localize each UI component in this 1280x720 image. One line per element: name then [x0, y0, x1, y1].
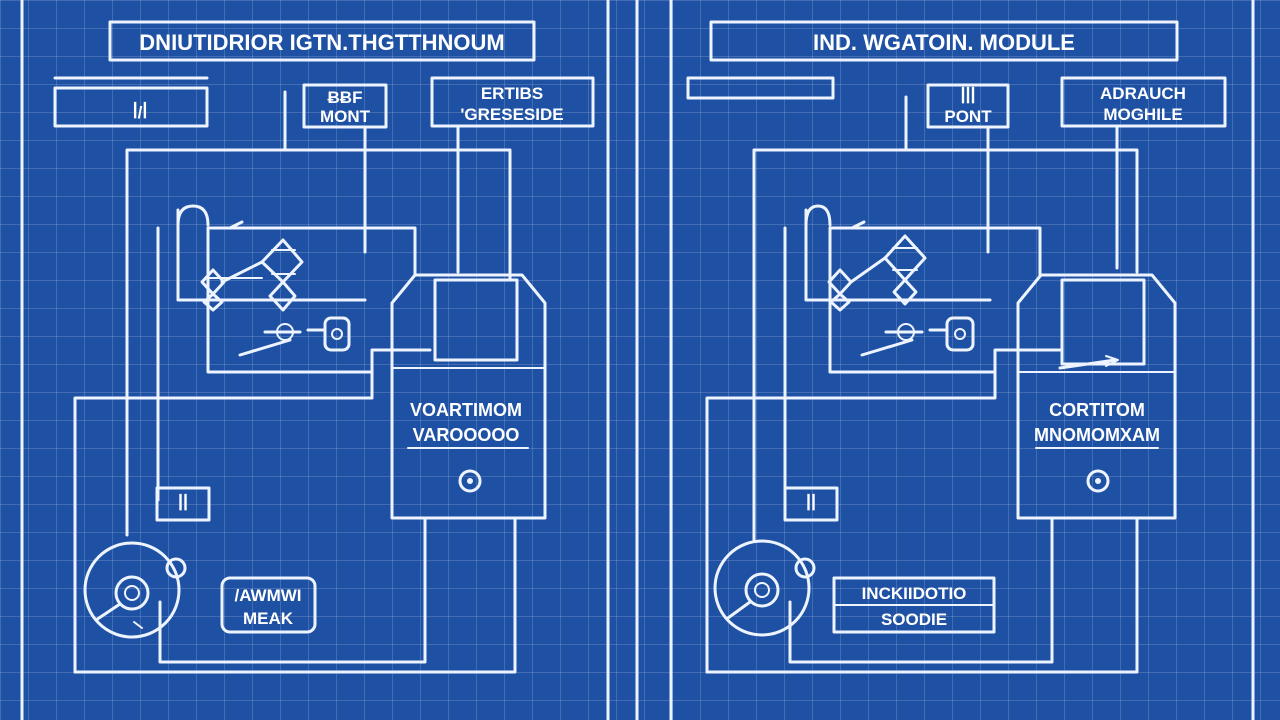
right-module-indicator	[1086, 469, 1110, 493]
left-module-line1: VOARTIMOM	[410, 400, 522, 420]
left-bottom-label-box: /AWMWI MEAK	[220, 576, 317, 634]
left-title: DNIUTIDRIOR IGTN.THGTTHNOUM	[139, 30, 504, 55]
right-center-label-line2: PONT	[944, 107, 992, 126]
right-title: IND. WGATOIN. MODULE	[813, 30, 1075, 55]
left-center-label-line1: ɃɃF	[328, 88, 363, 107]
right-right-label-line2: MOGHILE	[1103, 105, 1182, 124]
left-title-box: DNIUTIDRIOR IGTN.THGTTHNOUM	[108, 20, 536, 62]
sheet-frame	[20, 0, 1255, 720]
left-module-indicator	[458, 469, 482, 493]
left-top-left-box: ꟾ/ꟾ	[53, 76, 209, 128]
left-right-label-line2: 'GRESESIDE	[460, 105, 563, 124]
left-module: VOARTIMOM VAROOOOO	[390, 273, 547, 520]
right-motor	[713, 539, 816, 637]
right-bottom-label-line2: SOODIE	[881, 610, 947, 629]
left-small-label: ꟾꟾ	[178, 493, 188, 514]
left-top-left-label: ꟾ/ꟾ	[133, 101, 148, 122]
left-small-box: ꟾꟾ	[155, 486, 211, 522]
left-right-label-line1: ERTIBS	[481, 84, 543, 103]
right-bottom-label-line1: INCKIIDOTIO	[862, 584, 967, 603]
right-title-box: IND. WGATOIN. MODULE	[709, 20, 1179, 62]
right-module: CORTITOM MNOMOMXAM	[1016, 273, 1177, 520]
left-center-label-box: ɃɃF MONT	[302, 83, 388, 129]
right-small-label: ꟾꟾ	[806, 493, 816, 514]
right-center-label-line1: ꟾꟾꟾ	[960, 86, 975, 107]
right-top-left-box	[686, 76, 835, 100]
right-right-label-box: ADRAUCH MOGHILE	[1060, 76, 1227, 128]
left-module-line2: VAROOOOO	[413, 425, 520, 445]
right-center-label-box: ꟾꟾꟾ PONT	[926, 83, 1010, 129]
left-wiring	[73, 90, 517, 674]
right-valve-symbol	[827, 234, 975, 352]
left-bottom-label-line2: MEAK	[243, 609, 294, 628]
right-panel: IND. WGATOIN. MODULE ꟾꟾꟾ PONT ADRAUCH MO…	[686, 20, 1227, 674]
left-bottom-label-line1: /AWMWI	[234, 586, 301, 605]
left-center-label-line2: MONT	[320, 107, 371, 126]
right-right-label-line1: ADRAUCH	[1100, 84, 1186, 103]
left-valve-symbol	[200, 238, 351, 352]
right-small-box: ꟾꟾ	[783, 486, 839, 522]
left-right-label-box: ERTIBS 'GRESESIDE	[430, 76, 595, 128]
right-module-line1: CORTITOM	[1049, 400, 1145, 420]
left-motor	[83, 541, 187, 639]
left-panel: DNIUTIDRIOR IGTN.THGTTHNOUM ꟾ/ꟾ ɃɃF MONT…	[53, 20, 595, 674]
right-bottom-label-box: INCKIIDOTIO SOODIE	[832, 576, 996, 634]
right-module-line2: MNOMOMXAM	[1034, 425, 1160, 445]
